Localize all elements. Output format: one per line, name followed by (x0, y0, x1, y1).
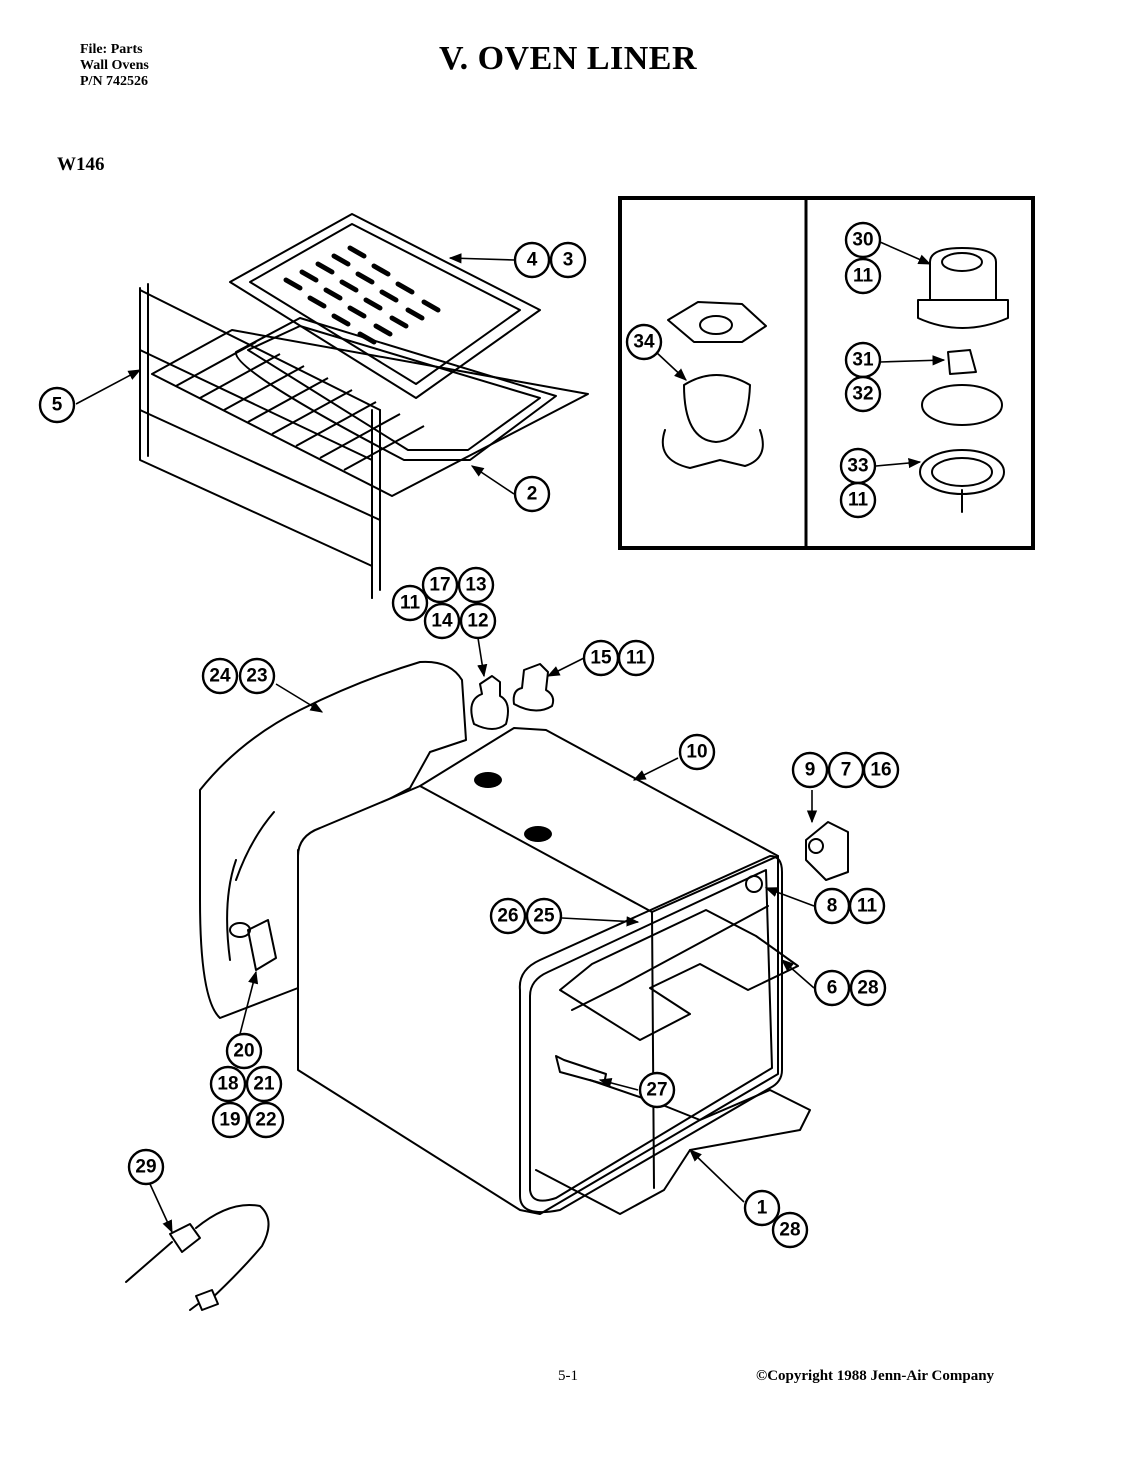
file-header: File: Parts Wall Ovens P/N 742526 (80, 42, 149, 90)
leader-lines (75, 241, 946, 1234)
callout-label: 11 (857, 896, 878, 917)
callout-label: 9 (805, 760, 816, 781)
callout-9-7-16: 9 7 16 (791, 751, 900, 789)
broiler-pan (234, 317, 557, 461)
callout-label: 31 (852, 350, 874, 371)
callout-label: 18 (217, 1074, 238, 1095)
callout-2: 2 (513, 475, 551, 513)
temperature-probe (125, 1204, 270, 1311)
callout-24-23: 24 23 (201, 657, 276, 695)
callout-31-32: 31 32 (844, 341, 882, 413)
callout-label: 29 (135, 1157, 156, 1178)
file-line: File: Parts (80, 42, 143, 57)
callout-30-11: 30 11 (844, 221, 882, 295)
bake-element (535, 1079, 811, 1215)
callout-label: 34 (633, 332, 655, 353)
callout-label: 28 (779, 1220, 800, 1241)
part-number-line: P/N 742526 (80, 74, 149, 89)
callout-label: 6 (827, 978, 838, 999)
callout-label: 10 (686, 742, 707, 763)
callout-1-28: 1 28 (743, 1189, 809, 1249)
callout-label: 24 (209, 666, 231, 687)
callout-8-11: 8 11 (813, 887, 886, 925)
callout-label: 11 (626, 648, 647, 669)
callout-label: 27 (646, 1080, 667, 1101)
callout-label: 22 (255, 1110, 276, 1131)
callout-29: 29 (127, 1148, 165, 1186)
model-number: W146 (57, 154, 105, 175)
light-socket-housing (661, 301, 767, 469)
callout-label: 3 (563, 250, 574, 271)
vent-fittings (470, 663, 555, 730)
broiler-pan-insert (229, 213, 541, 399)
light-lens-assembly (917, 247, 1009, 513)
callout-34: 34 (625, 323, 663, 361)
callout-label: 26 (497, 906, 518, 927)
category-line: Wall Ovens (80, 58, 149, 73)
callout-label: 8 (827, 896, 838, 917)
callout-label: 11 (853, 266, 874, 287)
broil-element (559, 905, 799, 1041)
door-switch (745, 821, 849, 893)
callout-label: 20 (233, 1041, 254, 1062)
callout-4-3: 4 3 (513, 241, 587, 279)
callout-label: 11 (848, 490, 869, 511)
callout-label: 30 (852, 230, 873, 251)
inset-light-assembly-box (618, 196, 1035, 550)
callout-label: 2 (527, 484, 538, 505)
callout-label: 13 (465, 575, 486, 596)
callout-label: 4 (527, 250, 538, 271)
callout-label: 16 (870, 760, 891, 781)
callout-label: 15 (590, 648, 612, 669)
callout-33-11: 33 11 (839, 447, 877, 519)
callout-label: 28 (857, 978, 878, 999)
callout-label: 21 (253, 1074, 275, 1095)
callout-6-28: 6 28 (813, 969, 887, 1007)
callout-label: 5 (52, 395, 63, 416)
callout-26-25: 26 25 (489, 897, 563, 935)
callout-27: 27 (638, 1071, 676, 1109)
callout-label: 12 (467, 611, 488, 632)
page-number: 5-1 (558, 1368, 578, 1384)
callout-label: 17 (429, 575, 450, 596)
callout-label: 23 (246, 666, 267, 687)
callout-15-11: 15 11 (582, 639, 655, 677)
callout-20-18-21-19-22: 20 18 21 19 22 (209, 1032, 285, 1139)
callout-label: 19 (219, 1110, 240, 1131)
callout-label: 14 (431, 611, 453, 632)
callout-10: 10 (678, 733, 716, 771)
callout-label: 11 (400, 593, 421, 614)
callout-label: 7 (841, 760, 852, 781)
callout-5: 5 (38, 386, 76, 424)
callout-label: 25 (533, 906, 555, 927)
callout-label: 32 (852, 384, 873, 405)
copyright-notice: ©Copyright 1988 Jenn-Air Company (756, 1368, 995, 1384)
callout-17-13-11-14-12: 17 13 11 14 12 (391, 566, 497, 640)
page-title: V. OVEN LINER (438, 40, 698, 77)
callout-label: 33 (847, 456, 868, 477)
callout-label: 1 (757, 1198, 768, 1219)
